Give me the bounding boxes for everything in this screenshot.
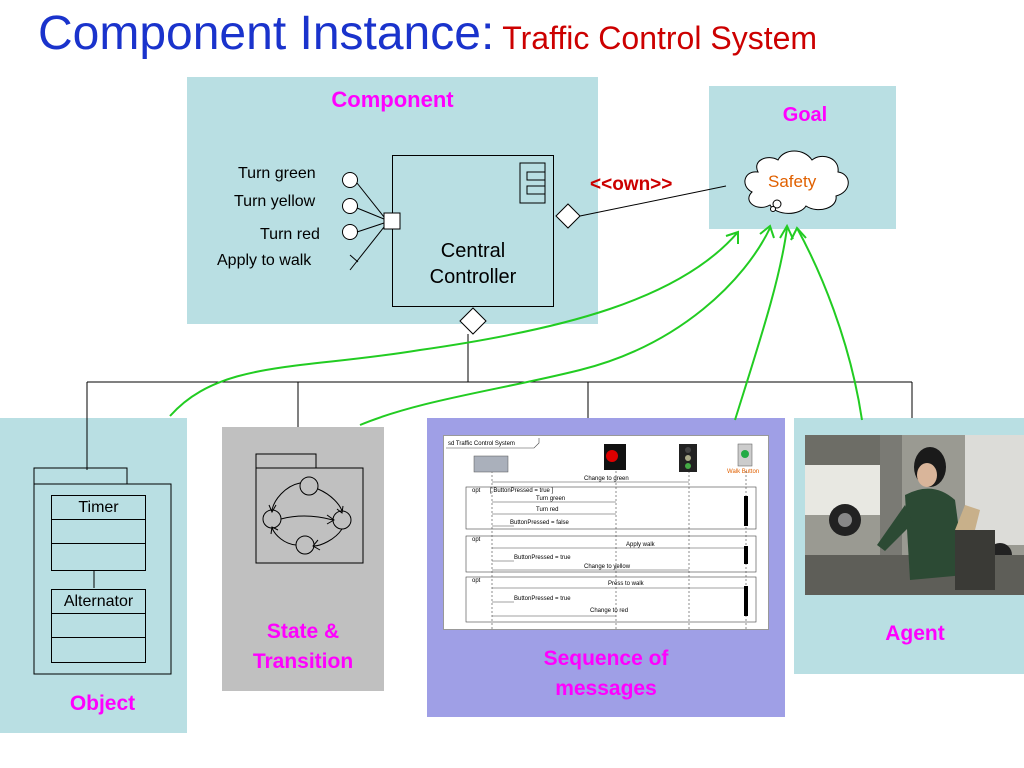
central-controller-box: Central Controller	[392, 155, 554, 307]
state-label: State & Transition	[222, 617, 384, 677]
central-controller-label: Central Controller	[393, 238, 553, 290]
timer-class-name: Timer	[51, 495, 146, 520]
title-main: Component Instance:	[38, 7, 495, 60]
sequence-label: Sequence of messages	[427, 644, 785, 704]
title-sub: Traffic Control System	[502, 20, 818, 56]
port-turn-red: Turn red	[260, 226, 320, 243]
seq-msg-7: Change to yellow	[584, 564, 631, 570]
timer-class-methods	[51, 543, 146, 571]
own-relation-label: <<own>>	[590, 174, 673, 195]
alternator-class-name: Alternator	[51, 589, 146, 614]
seq-msg-1: [ ButtonPressed = true ]	[490, 488, 554, 494]
alternator-class-methods	[51, 637, 146, 663]
agent-label: Agent	[885, 622, 945, 645]
state-label-line2: Transition	[252, 650, 354, 673]
seq-frame-title: sd Traffic Control System	[448, 441, 515, 447]
port-turn-green: Turn green	[238, 165, 316, 182]
sequence-label-line2: messages	[555, 677, 657, 700]
alternator-class-attrs	[51, 613, 146, 638]
controller-line2: Controller	[429, 266, 517, 288]
seq-opt-2: opt	[472, 537, 481, 543]
seq-msg-5: Apply walk	[626, 542, 655, 548]
seq-walk-button-label: Walk Button	[727, 469, 760, 475]
seq-msg-2: Turn green	[536, 496, 566, 502]
agent-photo	[805, 435, 1024, 595]
seq-msg-8: Press to walk	[608, 581, 644, 587]
seq-diagram-lines	[446, 438, 757, 631]
port-apply-to-walk: Apply to walk	[217, 252, 312, 269]
seq-msg-10: Change to red	[590, 608, 629, 614]
object-label: Object	[69, 692, 136, 715]
state-label-line1: State &	[266, 620, 340, 643]
seq-opt-1: opt	[472, 488, 481, 494]
seq-msg-4: ButtonPressed = false	[510, 520, 569, 526]
agent-photo-illustration	[805, 435, 1024, 595]
seq-msg-6: ButtonPressed = true	[514, 555, 571, 561]
goal-label: Goal	[782, 104, 828, 126]
component-label: Component	[331, 87, 454, 112]
sequence-label-line1: Sequence of	[543, 647, 669, 670]
seq-msg-9: ButtonPressed = true	[514, 596, 571, 602]
port-turn-yellow: Turn yellow	[234, 193, 316, 210]
seq-opt-3: opt	[472, 578, 481, 584]
object-package-shape	[33, 467, 172, 675]
seq-msg-3: Turn red	[536, 507, 559, 513]
seq-msg-0: Change to green	[584, 476, 629, 482]
timer-class-attrs	[51, 519, 146, 544]
safety-text: Safety	[768, 172, 817, 191]
page-title: Component Instance:Traffic Control Syste…	[38, 6, 817, 61]
sequence-diagram-image: sd Traffic Control System Walk Button Ch…	[443, 435, 769, 631]
controller-line1: Central	[440, 240, 506, 262]
